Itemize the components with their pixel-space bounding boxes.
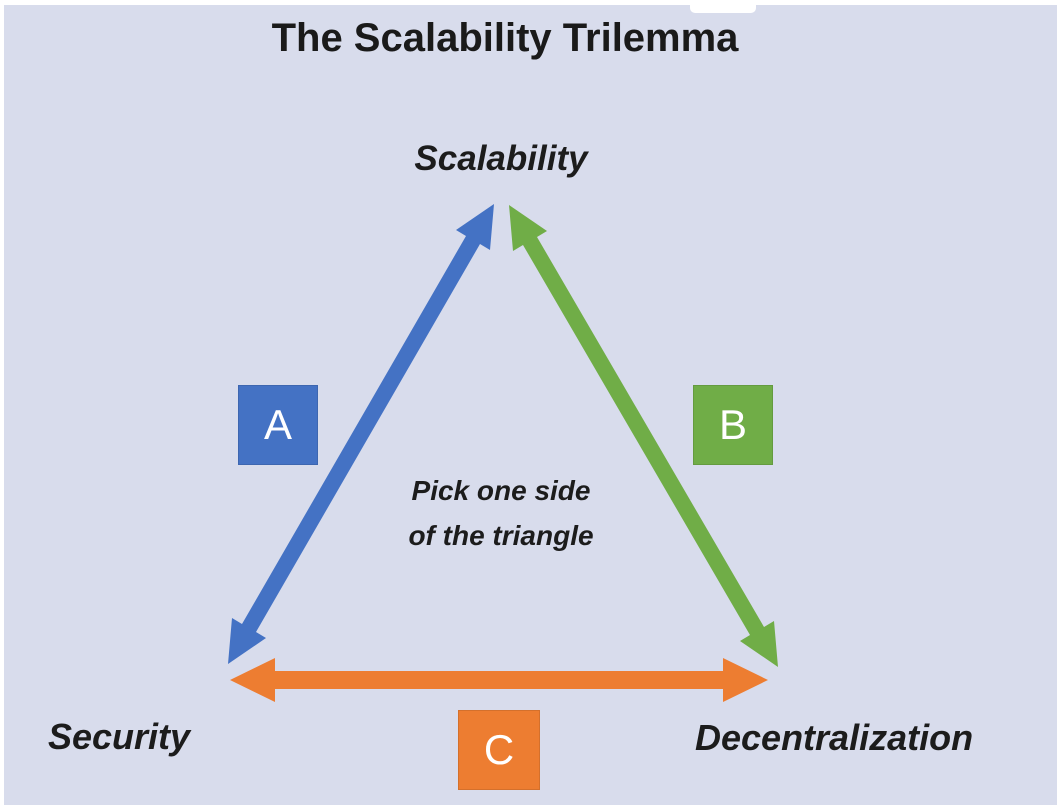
vertex-label-decentralization: Decentralization (695, 717, 974, 758)
edge-b-arrow-green (509, 205, 778, 667)
vertex-label-scalability: Scalability (414, 139, 588, 178)
edge-a-arrow-blue (228, 204, 494, 664)
vertex-label-security: Security (48, 716, 191, 757)
edge-c-arrow-orange (230, 658, 768, 702)
edge-label-a: A (238, 385, 318, 465)
top-notch-decoration (690, 0, 756, 13)
edge-label-b: B (693, 385, 773, 465)
center-note-line2: of the triangle (408, 520, 594, 551)
center-note: Pick one side of the triangle (408, 468, 593, 558)
edge-label-c: C (458, 710, 540, 790)
center-note-line1: Pick one side (411, 475, 591, 506)
diagram-title: The Scalability Trilemma (271, 16, 739, 60)
